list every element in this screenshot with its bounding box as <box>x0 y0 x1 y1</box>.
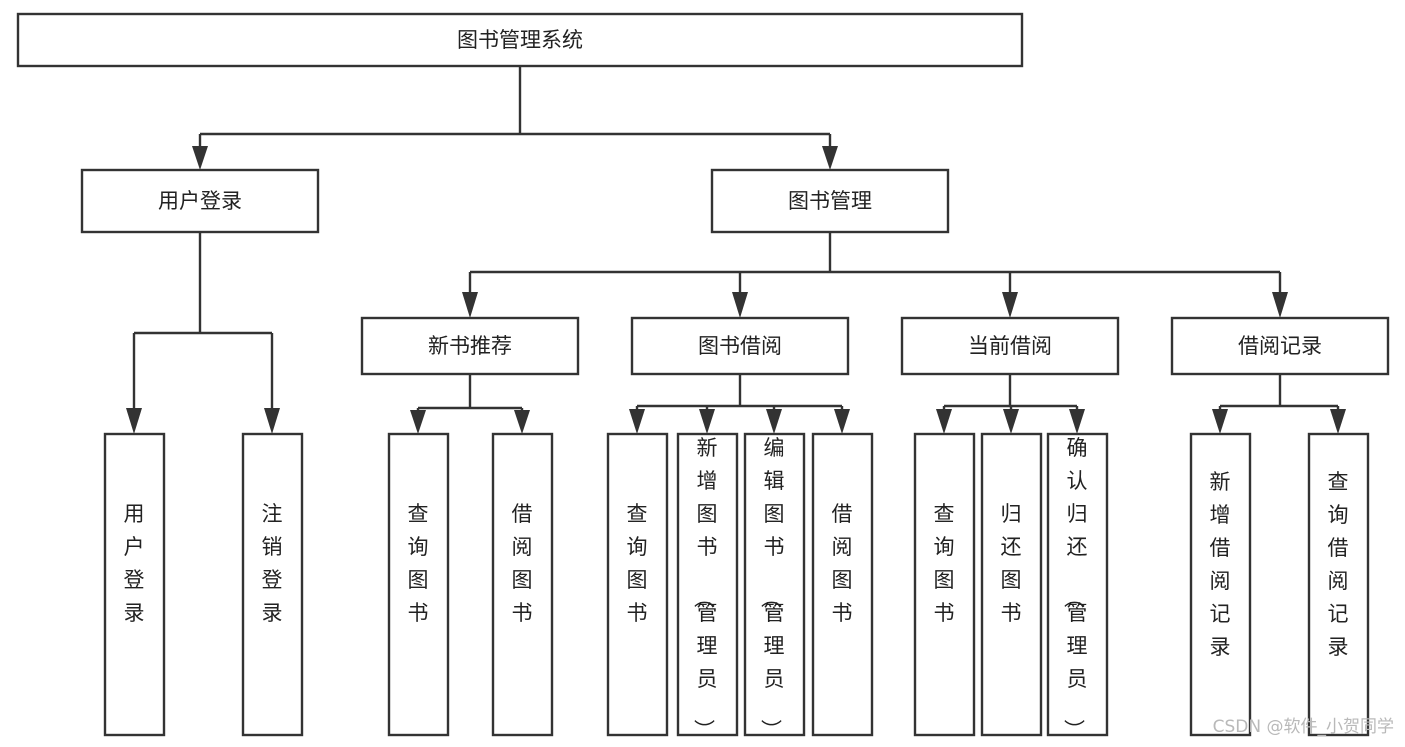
node-user-login[interactable]: 用户登录 <box>80 168 320 234</box>
arrow-leaf-4 <box>629 409 645 434</box>
leaf-node[interactable]: 查询图书 <box>387 432 450 737</box>
leaf-box-8[interactable] <box>913 432 976 737</box>
leaf-node[interactable]: 注销登录 <box>241 432 304 737</box>
node-book-management[interactable]: 图书管理 <box>710 168 950 234</box>
leaf-label-4: 查询图书 <box>627 502 648 625</box>
leaf-label-0: 用户登录 <box>124 502 145 625</box>
arrow-leaf-9 <box>1003 409 1019 434</box>
arrow-to-level3-2 <box>1002 292 1018 318</box>
leaf-box-3[interactable] <box>491 432 554 737</box>
node-new-book-recommend-label: 新书推荐 <box>428 334 512 358</box>
node-book-borrow[interactable]: 图书借阅 <box>630 316 850 376</box>
leaf-label-8: 查询图书 <box>934 502 955 625</box>
leaf-box-9[interactable] <box>980 432 1043 737</box>
node-root-label: 图书管理系统 <box>457 28 583 52</box>
node-borrow-record[interactable]: 借阅记录 <box>1170 316 1390 376</box>
arrow-leaf-5 <box>699 409 715 434</box>
arrow-leaf-1 <box>264 408 280 434</box>
leaf-label-10: 确认归还（管理员） <box>1062 436 1088 740</box>
node-current-borrow-box[interactable] <box>900 316 1120 376</box>
arrow-leaf-2 <box>410 410 426 434</box>
leaf-box-4[interactable] <box>606 432 669 737</box>
leaf-label-11: 新增借阅记录 <box>1210 470 1231 659</box>
node-root-box[interactable] <box>16 12 1024 68</box>
arrow-to-level3-0 <box>462 292 478 318</box>
arrow-to-level2-1 <box>822 146 838 170</box>
leaf-node[interactable]: 借阅图书 <box>811 432 874 737</box>
arrow-leaf-8 <box>936 409 952 434</box>
node-book-borrow-box[interactable] <box>630 316 850 376</box>
connector-layer <box>126 66 1346 434</box>
leaf-node[interactable]: 查询借阅记录 <box>1307 432 1370 737</box>
arrow-leaf-11 <box>1212 409 1228 434</box>
node-root[interactable]: 图书管理系统 <box>16 12 1024 68</box>
arrow-to-level3-3 <box>1272 292 1288 318</box>
arrow-leaf-6 <box>766 409 782 434</box>
leaf-node[interactable]: 归还图书 <box>980 432 1043 737</box>
leaf-node[interactable]: 确认归还（管理员） <box>1046 432 1109 740</box>
leaf-box-5[interactable] <box>676 432 739 737</box>
arrow-to-level2-0 <box>192 146 208 170</box>
leaf-label-1: 注销登录 <box>262 502 283 625</box>
leaf-label-5: 新增图书（管理员） <box>692 436 718 740</box>
csdn-watermark: CSDN @软件_小贺同学 <box>1213 717 1394 737</box>
arrow-leaf-10 <box>1069 409 1085 434</box>
node-current-borrow[interactable]: 当前借阅 <box>900 316 1120 376</box>
leaf-box-11[interactable] <box>1189 432 1252 737</box>
leaf-node[interactable]: 查询图书 <box>913 432 976 737</box>
leaf-box-0[interactable] <box>103 432 166 737</box>
leaf-box-1[interactable] <box>241 432 304 737</box>
leaf-box-6[interactable] <box>743 432 806 737</box>
leaf-node[interactable]: 查询图书 <box>606 432 669 737</box>
leaf-box-7[interactable] <box>811 432 874 737</box>
leaf-label-6: 编辑图书（管理员） <box>759 436 785 740</box>
leaf-box-2[interactable] <box>387 432 450 737</box>
arrow-leaf-0 <box>126 408 142 434</box>
node-user-login-label: 用户登录 <box>158 189 242 213</box>
leaf-box-10[interactable] <box>1046 432 1109 737</box>
node-user-login-box[interactable] <box>80 168 320 234</box>
leaf-label-2: 查询图书 <box>408 502 429 625</box>
node-borrow-record-box[interactable] <box>1170 316 1390 376</box>
node-new-book-recommend-box[interactable] <box>360 316 580 376</box>
arrow-leaf-12 <box>1330 409 1346 434</box>
arrow-leaf-3 <box>514 410 530 434</box>
leaf-node[interactable]: 新增借阅记录 <box>1189 432 1252 737</box>
node-current-borrow-label: 当前借阅 <box>968 334 1052 358</box>
node-borrow-record-label: 借阅记录 <box>1238 334 1322 358</box>
leaf-node[interactable]: 新增图书（管理员） <box>676 432 739 740</box>
leaf-label-9: 归还图书 <box>1001 502 1022 625</box>
node-book-management-label: 图书管理 <box>788 189 872 213</box>
arrow-to-level3-1 <box>732 292 748 318</box>
leaf-label-12: 查询借阅记录 <box>1328 470 1349 659</box>
node-new-book-recommend[interactable]: 新书推荐 <box>360 316 580 376</box>
leaf-node[interactable]: 借阅图书 <box>491 432 554 737</box>
leaf-label-3: 借阅图书 <box>512 502 533 625</box>
node-book-borrow-label: 图书借阅 <box>698 334 782 358</box>
arrow-leaf-7 <box>834 409 850 434</box>
leaf-node[interactable]: 用户登录 <box>103 432 166 737</box>
leaf-node[interactable]: 编辑图书（管理员） <box>743 432 806 740</box>
leaf-label-7: 借阅图书 <box>832 502 853 625</box>
node-book-management-box[interactable] <box>710 168 950 234</box>
leaf-box-12[interactable] <box>1307 432 1370 737</box>
